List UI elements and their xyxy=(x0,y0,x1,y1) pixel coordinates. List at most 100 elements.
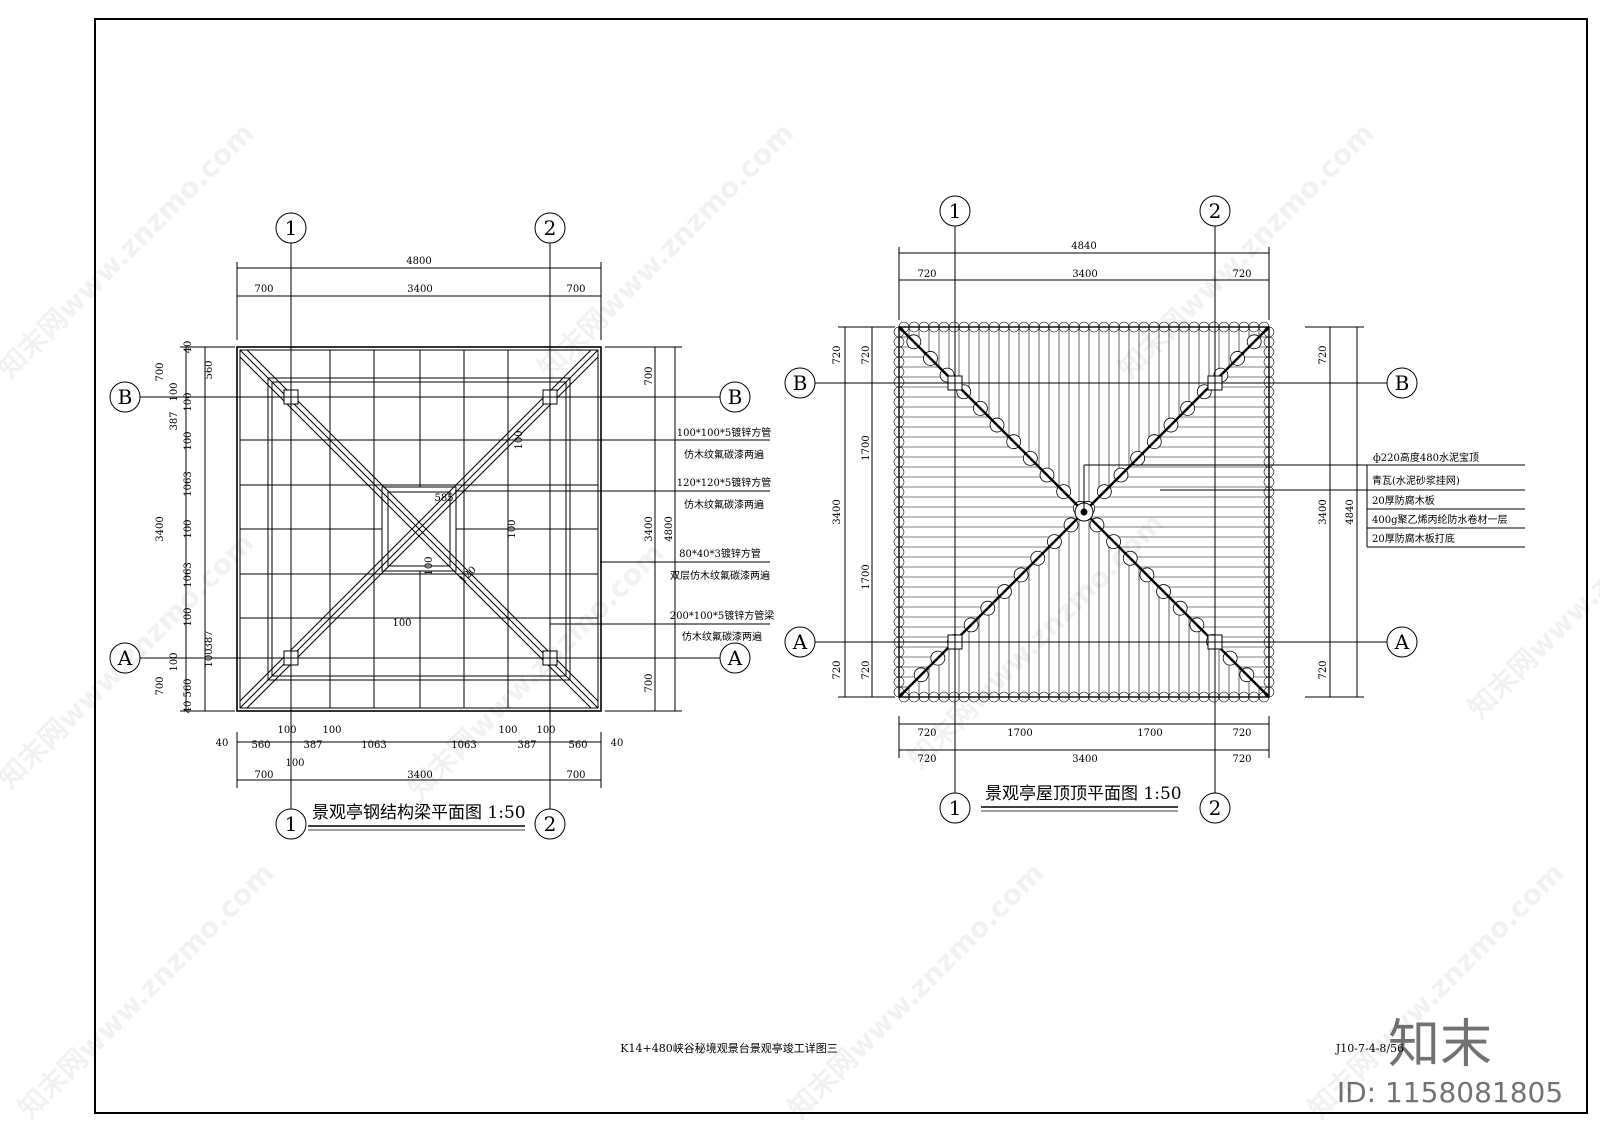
r-dim-right-bottom: 720 xyxy=(1318,660,1329,679)
dim-left-top: 700 xyxy=(155,362,166,381)
r-dim-top-overall: 4840 xyxy=(1071,241,1096,252)
grid-label-1-bottom-r: 1 xyxy=(949,796,962,820)
grid-label-A-right-r: A xyxy=(1394,630,1410,654)
watermark-text: 知末网www.znzmo.com xyxy=(12,856,281,1125)
r-dim-bot1-2: 1700 xyxy=(1137,728,1162,739)
dim-left-in-14: 40 xyxy=(183,701,194,714)
layer-0: 青瓦(水泥砂浆挂网) xyxy=(1372,474,1460,487)
dim-left-in-2: 100 xyxy=(169,382,180,401)
plan-right-title: 景观亭屋顶顶平面图 1:50 xyxy=(985,784,1182,804)
layer-3: 20厚防腐木板打底 xyxy=(1372,532,1455,545)
r-dim-bot2-right: 720 xyxy=(1232,754,1251,765)
grid-label-B-right: B xyxy=(728,385,743,409)
dim-bot-total-left: 700 xyxy=(254,770,273,781)
dim-right-top: 700 xyxy=(644,366,655,385)
watermark-text: 知末网www.znzmo.com xyxy=(1112,116,1381,385)
dim-bot-s2: 100 xyxy=(498,725,517,736)
layer-2: 400g聚乙烯丙纶防水卷材一层 xyxy=(1372,513,1508,526)
project-title: K14+480峡谷秘境观景台景观亭竣工详图三 xyxy=(620,1041,837,1055)
grid-label-A-left: A xyxy=(117,646,133,670)
dim-bot-7: 40 xyxy=(611,738,624,749)
callout-1-line1: 120*120*5镀锌方管 xyxy=(677,476,772,489)
callout-0-line2: 仿木纹氟碳漆两遍 xyxy=(684,448,764,461)
dim-top-left: 700 xyxy=(254,284,273,295)
dim-right-overall: 4800 xyxy=(664,516,675,541)
layer-1: 20厚防腐木板 xyxy=(1372,494,1435,507)
watermark-text: 知末网www.znzmo.com xyxy=(0,526,260,795)
watermark-text: 知末网www.znzmo.com xyxy=(402,536,671,805)
r-dim-bot1-0: 720 xyxy=(917,728,936,739)
inner-dim-100-a: 100 xyxy=(514,430,525,449)
dim-bot-s0: 100 xyxy=(277,725,296,736)
grid-label-2-bottom-r: 2 xyxy=(1209,796,1222,820)
r-dim-right-overall: 4840 xyxy=(1345,499,1356,524)
dim-left-in-6: 1063 xyxy=(183,471,194,496)
watermark-text: 知末网www.znzmo.com xyxy=(532,116,801,385)
dim-left-mid: 3400 xyxy=(155,516,166,541)
r-dim-right-mid: 3400 xyxy=(1318,499,1329,524)
callout-2-line1: 80*40*3镀锌方管 xyxy=(679,547,761,560)
dim-bot-s4: 100 xyxy=(285,758,304,769)
dim-bot-s3: 100 xyxy=(536,725,555,736)
dim-bot-s1: 100 xyxy=(322,725,341,736)
r-dim-left-in-0: 720 xyxy=(861,345,872,364)
dim-bot-4: 1063 xyxy=(451,740,476,751)
r-dim-left-in-3: 720 xyxy=(861,660,872,679)
callout-2-line2: 双层仿木纹氟碳漆两遍 xyxy=(670,569,770,582)
watermark-text: 知末网www.znzmo.com xyxy=(902,506,1171,775)
roof-tile-ribs xyxy=(893,321,1275,703)
dim-bot-2: 387 xyxy=(303,740,322,751)
dim-left-in-0: 40 xyxy=(183,341,194,354)
watermark-text: 知末网www.znzmo.com xyxy=(0,116,260,385)
r-dim-left-top: 720 xyxy=(832,345,843,364)
r-dim-bot2-left: 720 xyxy=(917,754,936,765)
watermark-text: 知末网www.znzmo.com xyxy=(782,856,1051,1125)
dim-bot-6: 560 xyxy=(568,740,587,751)
inner-dim-100-d: 100 xyxy=(392,618,411,629)
dim-left-in-10: 387 xyxy=(204,630,215,649)
dim-left-in-8: 1063 xyxy=(183,562,194,587)
dim-left-in-4: 387 xyxy=(169,411,180,430)
steel-beam-plan xyxy=(140,240,770,810)
dim-left-in-1: 560 xyxy=(204,360,215,379)
grid-label-1-top-r: 1 xyxy=(949,199,962,223)
plan-left-title: 景观亭钢结构梁平面图 1:50 xyxy=(312,803,526,823)
grid-label-1-top: 1 xyxy=(285,216,298,240)
r-dim-right-top: 720 xyxy=(1318,345,1329,364)
grid-label-2-top: 2 xyxy=(544,216,557,240)
r-dim-top-left: 720 xyxy=(917,269,936,280)
callout-1-line2: 仿木纹氟碳漆两遍 xyxy=(684,498,764,511)
dim-left-in-11: 100 xyxy=(204,648,215,667)
dim-left-in-12: 100 xyxy=(169,652,180,671)
dim-right-bottom: 700 xyxy=(644,673,655,692)
watermark-id: ID: 1158081805 xyxy=(1337,1076,1563,1109)
dim-bot-total-mid: 3400 xyxy=(407,770,432,781)
watermark-text: 知末网www.znzmo.com xyxy=(1462,456,1600,725)
sheet-border xyxy=(94,18,1588,1114)
grid-label-2-top-r: 2 xyxy=(1209,199,1222,223)
dim-right-mid: 3400 xyxy=(644,516,655,541)
r-dim-bot2-mid: 3400 xyxy=(1072,754,1097,765)
dim-bot-1: 560 xyxy=(251,740,270,751)
finial-callout: ф220高度480水泥宝顶 xyxy=(1373,451,1479,464)
dim-top-overall: 4800 xyxy=(406,256,431,267)
grid-label-B-right-r: B xyxy=(1395,371,1410,395)
callout-0-line1: 100*100*5镀锌方管 xyxy=(677,426,772,439)
dim-left-in-5: 100 xyxy=(183,431,194,450)
watermark-logo: 知末 xyxy=(1388,1015,1492,1075)
r-dim-bot1-1: 1700 xyxy=(1007,728,1032,739)
dim-top-right: 700 xyxy=(566,284,585,295)
dim-bot-0: 40 xyxy=(216,738,229,749)
r-dim-left-in-1: 1700 xyxy=(861,435,872,460)
dim-bot-total-right: 700 xyxy=(566,770,585,781)
inner-dim-585: 585 xyxy=(434,493,453,504)
dim-left-in-13: 560 xyxy=(183,678,194,697)
grid-label-A-right: A xyxy=(727,646,743,670)
roof-outline xyxy=(898,326,1270,698)
callout-3-line1: 200*100*5镀锌方管梁 xyxy=(670,609,775,622)
dim-top-mid: 3400 xyxy=(407,284,432,295)
grid-label-1-bottom: 1 xyxy=(285,812,298,836)
r-dim-bot1-3: 720 xyxy=(1232,728,1251,739)
dim-left-in-3: 100 xyxy=(183,392,194,411)
